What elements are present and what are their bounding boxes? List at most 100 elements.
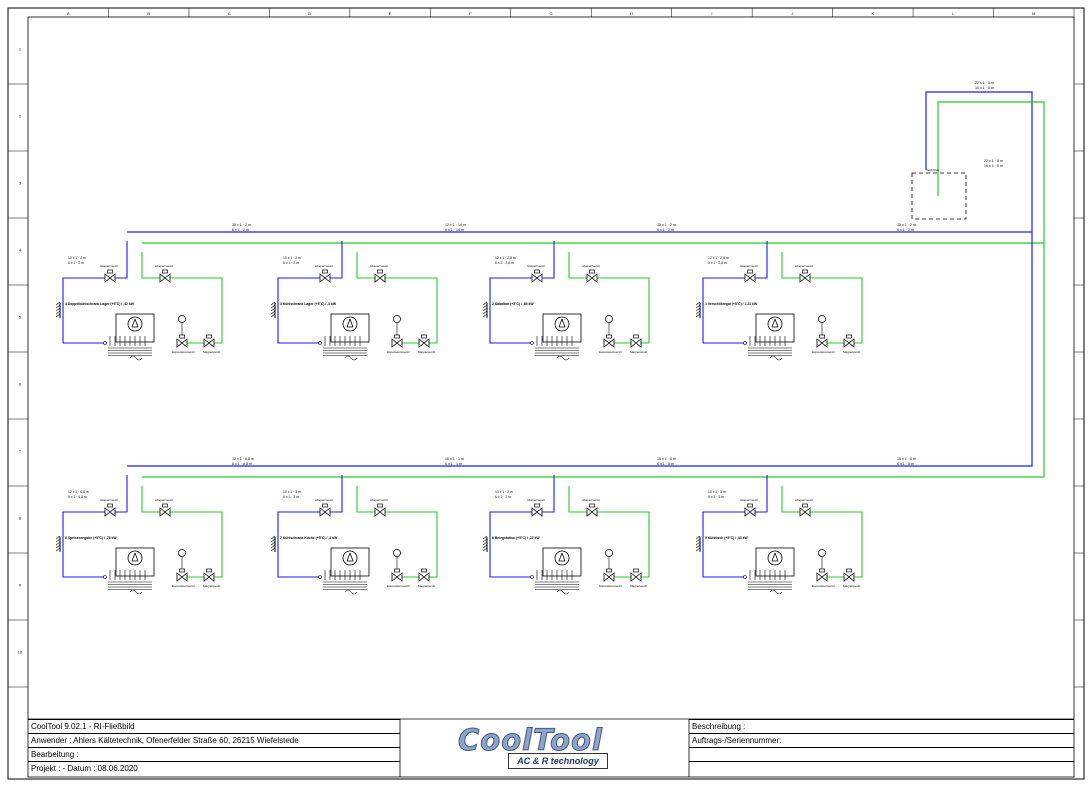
logo-tagline: AC & R technology xyxy=(508,753,608,769)
shutoff-valve-suction xyxy=(744,507,751,517)
wall-hatch xyxy=(482,547,488,552)
branch-pipe-label: 6 x 1 · 3 m xyxy=(283,495,299,499)
fan-blades xyxy=(558,552,566,562)
consumer-name: 8 Speisenregaler (+5°C) / ,75 kW xyxy=(65,536,117,540)
pipe-label: 16 x 1 · 1 m xyxy=(445,457,464,461)
row-label: 3 xyxy=(19,181,22,186)
pipe-label: 35 x 1 · 2 m xyxy=(897,223,916,227)
shutoff-valve-suction-actuator xyxy=(534,269,540,274)
wall-hatch xyxy=(55,535,61,540)
drain-symbol xyxy=(556,589,570,595)
connection-point xyxy=(743,341,747,345)
connection-point xyxy=(530,575,534,579)
branch-pipe-label: 10 x 1 · 2 m xyxy=(68,256,86,260)
pipe-label: 6 x 1 · 14 m xyxy=(445,228,464,232)
drain-symbol xyxy=(769,589,783,595)
solenoid-valve-actuator xyxy=(846,568,852,573)
wall-hatch xyxy=(695,304,701,309)
valve-label: Magnetventil xyxy=(203,350,220,354)
solenoid-valve xyxy=(630,572,637,582)
branch-pipe-label: 12 x 1 · 6,8 m xyxy=(68,490,89,494)
wall-hatch xyxy=(55,541,61,546)
solenoid-valve xyxy=(418,572,425,582)
title-block-project-date: Projekt : - Datum : 08.06.2020 xyxy=(28,761,400,775)
branch-pipe-label: 6 x 1 · 2,8 m xyxy=(495,261,514,265)
fan-icon xyxy=(554,316,570,332)
valve-label: Expansionsventil xyxy=(599,350,622,354)
column-label: A xyxy=(67,11,70,16)
suction-branch xyxy=(277,475,343,578)
sensor-bulb-icon xyxy=(605,549,613,557)
shutoff-valve-liquid xyxy=(799,273,806,283)
consumer-name: 2 Saladbar (+5°C) / ,65 kW xyxy=(492,302,534,306)
pipe-labels: 22 x 1 · 5 m10 x 1 · 5 m22 x 1 · 5 m10 x… xyxy=(232,81,1003,466)
valve-label: Expansionsventil xyxy=(387,350,410,354)
row-label: 9 xyxy=(19,583,22,588)
shutoff-valve-suction xyxy=(531,273,538,283)
consumer-name: 7 Kühlschrank Küche (+5°C) / ,3 kW xyxy=(280,536,338,540)
fan-blades xyxy=(771,552,779,562)
fan-icon xyxy=(342,550,358,566)
shutoff-valve-suction xyxy=(324,507,331,517)
pipe-label: 16 x 1 · 5 m xyxy=(897,457,916,461)
drain-symbol xyxy=(129,355,143,361)
drain-symbol xyxy=(344,355,358,361)
valve-label: Expansionsventil xyxy=(172,584,195,588)
riser-label: 10 x 1 · 5 m xyxy=(984,164,1003,168)
shutoff-valve-liquid-actuator xyxy=(802,269,808,274)
sensor-bulb-icon xyxy=(178,315,186,323)
wall-hatch xyxy=(270,310,276,315)
shutoff-valve-suction xyxy=(536,507,543,517)
shutoff-valve-suction xyxy=(744,273,751,283)
shutoff-valve-liquid-actuator xyxy=(589,269,595,274)
title-block-empty-row xyxy=(689,761,1074,775)
wall-hatch xyxy=(270,301,276,306)
shutoff-valve-liquid xyxy=(164,273,171,283)
suction-branch xyxy=(702,475,768,578)
expansion-valve-actuator xyxy=(179,334,185,339)
valve-label: Absperrventil xyxy=(370,264,388,268)
branch-pipe-label: 12 x 1 · 2,8 m xyxy=(708,256,729,260)
valve-label: Absperrventil xyxy=(740,264,758,268)
shutoff-valve-liquid-actuator xyxy=(162,503,168,508)
solenoid-valve xyxy=(418,338,425,348)
solenoid-valve xyxy=(208,572,215,582)
expansion-valve-actuator xyxy=(819,334,825,339)
cooltool-logo: CoolTool AC & R technology xyxy=(458,723,608,771)
shutoff-valve-suction xyxy=(104,273,111,283)
expansion-valve-actuator xyxy=(179,568,185,573)
drain-symbol xyxy=(556,355,570,361)
connection-point xyxy=(318,575,322,579)
valve-label: Absperrventil xyxy=(155,498,173,502)
shutoff-valve-suction-actuator xyxy=(534,503,540,508)
sensor-bulb-icon xyxy=(818,549,826,557)
fan-blades xyxy=(131,552,139,562)
valve-label: Magnetventil xyxy=(630,584,647,588)
shutoff-valve-liquid xyxy=(804,273,811,283)
compressor-unit-box xyxy=(911,172,967,220)
sensor-bulb-icon xyxy=(178,549,186,557)
title-block-order-number: Auftrags-/Seriennummer: xyxy=(689,733,1074,747)
title-block-description: Beschreibung : xyxy=(689,719,1074,733)
branch-pipe-label: 12 x 1 · 2,8 m xyxy=(495,256,516,260)
wall-hatch xyxy=(695,307,701,312)
fan-icon xyxy=(767,550,783,566)
valve-label: Absperrventil xyxy=(795,264,813,268)
valve-label: Expansionsventil xyxy=(812,350,835,354)
pipe-label: 35 x 1 · 2 m xyxy=(657,223,676,227)
shutoff-valve-liquid xyxy=(591,273,598,283)
suction-branch xyxy=(277,241,343,344)
valve-label: Magnetventil xyxy=(843,350,860,354)
valve-label: Absperrventil xyxy=(582,498,600,502)
outer-border xyxy=(7,7,1085,780)
column-label: F xyxy=(469,11,472,16)
branch-pipe-label: 10 x 1 · 2 m xyxy=(495,490,513,494)
valve-label: Absperrventil xyxy=(370,498,388,502)
solenoid-valve xyxy=(848,572,855,582)
shutoff-valve-suction xyxy=(109,273,116,283)
shutoff-valve-liquid xyxy=(379,507,386,517)
